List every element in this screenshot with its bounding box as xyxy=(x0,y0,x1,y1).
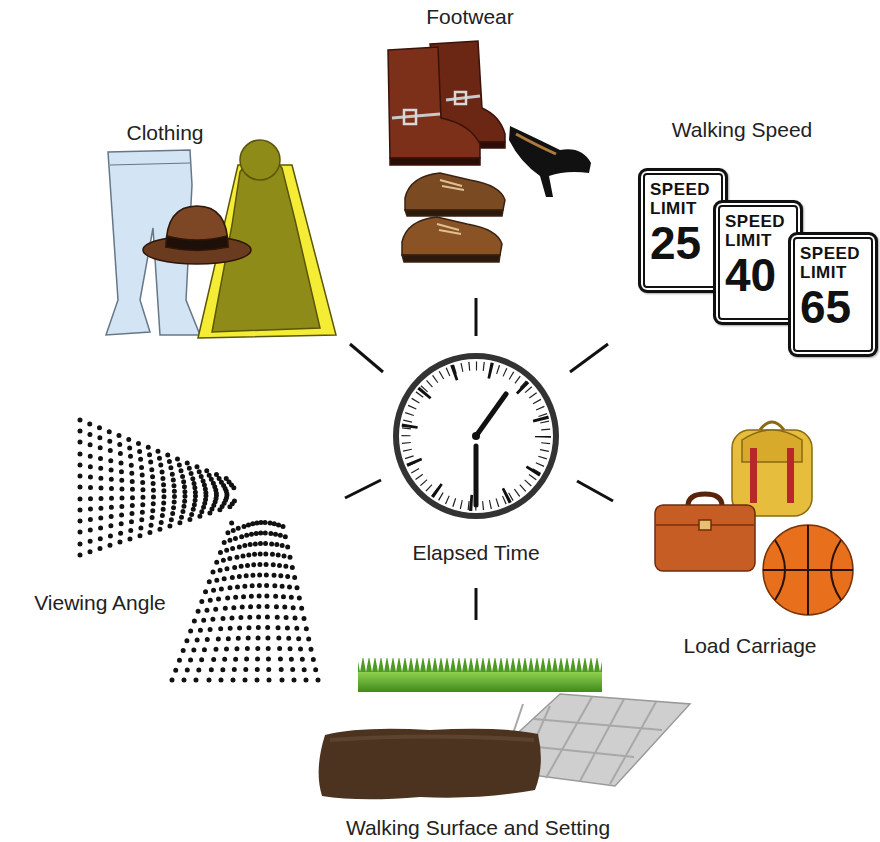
category-label: Walking Surface and Setting xyxy=(328,815,628,841)
category-label: Viewing Angle xyxy=(0,590,250,616)
basketball-icon-part xyxy=(763,525,853,615)
grass-icon xyxy=(358,658,602,692)
dirt-icon xyxy=(319,729,541,800)
dot-grid-part xyxy=(80,420,235,555)
boots-icon-part xyxy=(390,158,480,165)
speed-limit-sign: SPEED LIMIT65 xyxy=(788,232,878,357)
sign-heading: SPEED LIMIT xyxy=(800,244,862,282)
backpack-icon-part xyxy=(760,422,784,430)
spoke-lines-part xyxy=(577,481,613,501)
shoes-icon xyxy=(402,173,505,262)
spoke-lines xyxy=(345,298,613,620)
briefcase-icon-part xyxy=(688,494,722,506)
spoke-lines-part xyxy=(475,298,478,336)
briefcase-icon xyxy=(655,494,755,571)
category-label: Walking Speed xyxy=(592,117,880,143)
clock-icon xyxy=(396,356,556,516)
boots-icon-part xyxy=(455,92,466,104)
spoke-lines-part xyxy=(570,344,608,372)
grass-icon-part xyxy=(358,658,602,674)
clock-icon-part xyxy=(476,394,506,436)
basketball-icon xyxy=(763,525,853,615)
category-label: Footwear xyxy=(320,4,620,30)
clock-icon-part xyxy=(472,432,480,440)
boots-icon-part xyxy=(388,47,480,158)
speed-number: 65 xyxy=(800,282,875,332)
category-label: Clothing xyxy=(15,120,315,146)
shoes-icon-part xyxy=(402,217,502,255)
hat-icon-part xyxy=(166,236,228,251)
spoke-lines-part xyxy=(345,480,381,498)
dirt-icon-part xyxy=(319,729,541,800)
clock-icon-part xyxy=(396,356,556,516)
boots-icon-part xyxy=(446,96,480,100)
high-heel-icon-part xyxy=(516,134,556,154)
spoke-lines-part xyxy=(475,588,478,620)
shoes-icon-part xyxy=(437,224,461,234)
backpack-icon-part xyxy=(750,448,757,503)
clock-icon-part xyxy=(406,366,546,506)
hat-icon xyxy=(143,206,251,264)
sign-heading: SPEED LIMIT xyxy=(725,212,787,250)
shoes-icon-part xyxy=(405,210,503,216)
category-label: Load Carriage xyxy=(600,633,880,659)
hat-icon-part xyxy=(143,236,251,264)
dot-grid-part xyxy=(172,522,318,680)
boots-icon xyxy=(388,41,505,165)
jeans-icon-part xyxy=(110,163,190,165)
grass-icon-part xyxy=(358,672,602,692)
dot-grid xyxy=(80,420,318,680)
sign-heading: SPEED LIMIT xyxy=(650,180,712,218)
high-heel-icon xyxy=(509,126,591,197)
category-label: Elapsed Time xyxy=(326,540,626,566)
clock-icon-part xyxy=(474,446,479,505)
backpack-icon-part xyxy=(787,448,794,503)
shoes-icon-part xyxy=(440,180,464,190)
shoes-icon-part xyxy=(405,173,505,210)
raincoat-icon-part xyxy=(240,140,280,180)
backpack-icon xyxy=(732,422,812,516)
basketball-icon-part xyxy=(763,525,853,615)
spoke-lines-part xyxy=(350,344,383,372)
shoes-icon-part xyxy=(402,255,500,262)
briefcase-icon-part xyxy=(699,520,711,530)
briefcase-icon-part xyxy=(655,505,755,571)
dirt-icon-part xyxy=(330,737,534,741)
boots-icon-part xyxy=(404,110,416,124)
backpack-icon-part xyxy=(732,430,812,516)
high-heel-icon-part xyxy=(509,126,591,197)
